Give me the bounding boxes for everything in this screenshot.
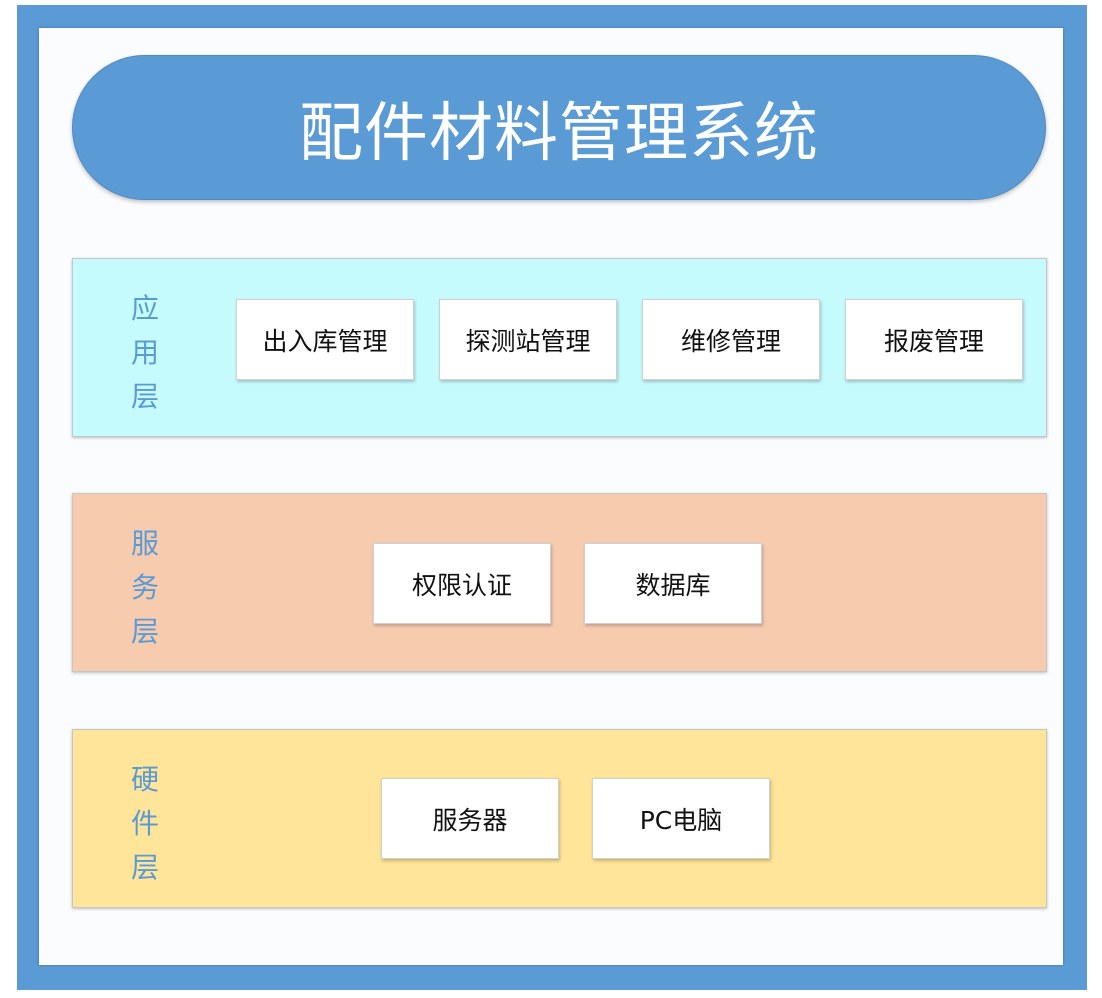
component-detection-station-management: 探测站管理 [439, 299, 617, 380]
component-server: 服务器 [381, 778, 559, 859]
hardware-layer: 硬件层 服务器 PC电脑 [72, 729, 1047, 908]
application-layer: 应用层 出入库管理 探测站管理 维修管理 报废管理 [72, 258, 1047, 437]
component-scrap-management: 报废管理 [845, 299, 1023, 380]
system-title: 配件材料管理系统 [72, 55, 1046, 200]
component-inbound-outbound-management: 出入库管理 [236, 299, 414, 380]
component-database: 数据库 [584, 543, 762, 624]
service-layer: 服务层 权限认证 数据库 [72, 493, 1047, 672]
service-layer-label: 服务层 [130, 527, 159, 648]
component-maintenance-management: 维修管理 [642, 299, 820, 380]
component-pc: PC电脑 [592, 778, 770, 859]
application-layer-label: 应用层 [130, 292, 159, 413]
hardware-layer-label: 硬件层 [130, 763, 159, 884]
component-permission-authentication: 权限认证 [373, 543, 551, 624]
